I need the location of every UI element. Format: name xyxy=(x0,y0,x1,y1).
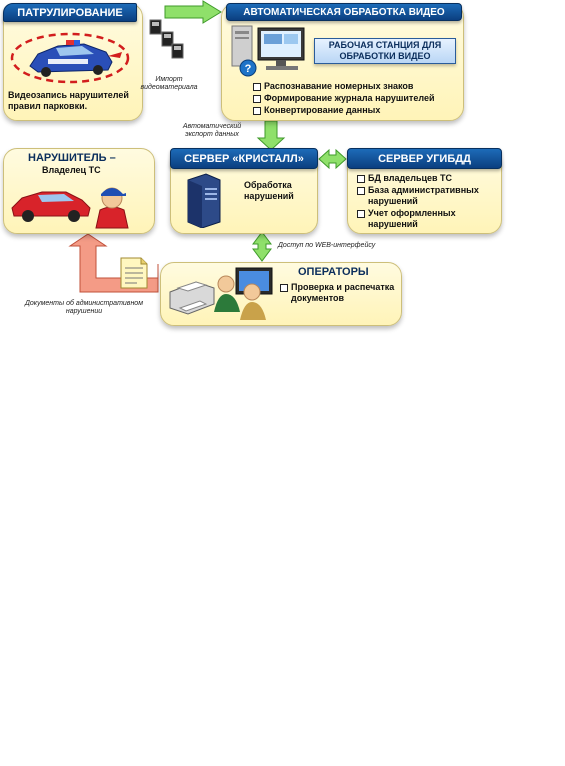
violator-box xyxy=(3,148,155,234)
server-ugibdd-list: БД владельцев ТС База административных н… xyxy=(357,173,495,231)
workflow-diagram: ПАТРУЛИРОВАНИЕ Видеозапись нарушителей п… xyxy=(0,0,565,330)
patrol-title: ПАТРУЛИРОВАНИЕ xyxy=(3,3,137,22)
workstation-computer-icon: ? xyxy=(231,25,305,77)
web-access-note: Доступ по WEB-интерфейсу xyxy=(278,242,376,249)
workstation-label: РАБОЧАЯ СТАНЦИЯ ДЛЯ ОБРАБОТКИ ВИДЕО xyxy=(314,38,456,64)
memory-card-icons xyxy=(149,19,184,59)
arrow-export xyxy=(256,120,286,151)
violator-subtitle: Владелец ТС xyxy=(42,165,101,175)
patrol-box xyxy=(3,3,143,121)
operators-list: Проверка и распечатка документов xyxy=(280,282,396,305)
server-ugibdd-title: СЕРВЕР УГИБДД xyxy=(347,148,502,169)
auto-processing-item: Конвертирование данных xyxy=(253,105,458,116)
svg-text:?: ? xyxy=(245,63,252,75)
import-note: Импорт видеоматериала xyxy=(140,76,198,91)
violator-title: НАРУШИТЕЛЬ – xyxy=(28,152,116,164)
documents-note: Документы об административном нарушении xyxy=(24,300,144,315)
arrow-import xyxy=(164,0,222,24)
server-kristall-title: СЕРВЕР «КРИСТАЛЛ» xyxy=(170,148,318,169)
auto-processing-item: Распознавание номерных знаков xyxy=(253,81,458,92)
server-kristall-text: Обработка нарушений xyxy=(244,180,294,201)
arrows-layer xyxy=(68,0,347,293)
server-ugibdd-item: База административных нарушений xyxy=(357,185,495,207)
violator-car-person-icon xyxy=(11,187,129,229)
arrow-web-access xyxy=(252,231,272,262)
operators-title: ОПЕРАТОРЫ xyxy=(298,266,369,278)
server-ugibdd-item: БД владельцев ТС xyxy=(357,173,495,184)
operators-item: Проверка и распечатка документов xyxy=(280,282,396,304)
arrow-documents xyxy=(68,233,159,293)
auto-processing-title: АВТОМАТИЧЕСКАЯ ОБРАБОТКА ВИДЕО xyxy=(226,3,462,21)
auto-processing-item: Формирование журнала нарушителей xyxy=(253,93,458,104)
document-icon xyxy=(120,257,148,289)
patrol-caption: Видеозапись нарушителей правил парковки. xyxy=(8,90,129,111)
patrol-car-icon xyxy=(10,32,130,84)
operators-printer-icon xyxy=(169,267,273,320)
arrow-kristall-ugibdd xyxy=(318,148,347,170)
auto-processing-list: Распознавание номерных знаков Формирован… xyxy=(253,81,458,117)
server-kristall-icon xyxy=(187,173,221,228)
auto-export-note: Автоматический экспорт данных xyxy=(182,123,242,138)
server-ugibdd-item: Учет оформленных нарушений xyxy=(357,208,495,230)
